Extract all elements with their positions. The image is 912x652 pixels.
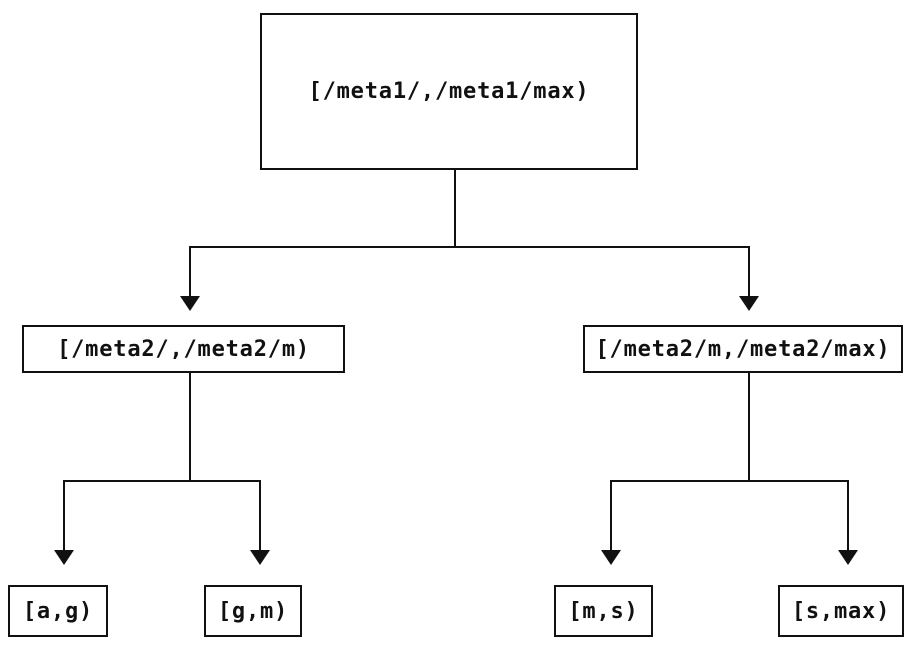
connector-right-bar bbox=[610, 480, 849, 482]
connector-right-drop-right bbox=[847, 480, 849, 552]
node-root-interval: [/meta1/,/meta1/max) bbox=[260, 13, 638, 170]
arrow-down-icon bbox=[250, 550, 270, 565]
connector-top-bar bbox=[189, 246, 750, 248]
connector-root-stem bbox=[454, 170, 456, 247]
node-meta2-left-interval: [/meta2/,/meta2/m) bbox=[22, 325, 345, 373]
node-leaf-ag: [a,g) bbox=[8, 585, 108, 637]
connector-top-drop-right bbox=[748, 246, 750, 304]
connector-left-drop-right bbox=[259, 480, 261, 552]
arrow-down-icon bbox=[54, 550, 74, 565]
node-leaf-smax: [s,max) bbox=[778, 585, 904, 637]
arrow-down-icon bbox=[180, 296, 200, 311]
arrow-down-icon bbox=[601, 550, 621, 565]
connector-right-drop-left bbox=[610, 480, 612, 552]
arrow-down-icon bbox=[739, 296, 759, 311]
node-meta2-right-interval: [/meta2/m,/meta2/max) bbox=[583, 325, 903, 373]
connector-top-drop-left bbox=[189, 246, 191, 304]
connector-left-bar bbox=[63, 480, 261, 482]
node-leaf-ms: [m,s) bbox=[554, 585, 653, 637]
connector-left-stem bbox=[189, 373, 191, 482]
node-leaf-gm: [g,m) bbox=[204, 585, 302, 637]
connector-left-drop-left bbox=[63, 480, 65, 552]
connector-right-stem bbox=[748, 373, 750, 482]
arrow-down-icon bbox=[838, 550, 858, 565]
